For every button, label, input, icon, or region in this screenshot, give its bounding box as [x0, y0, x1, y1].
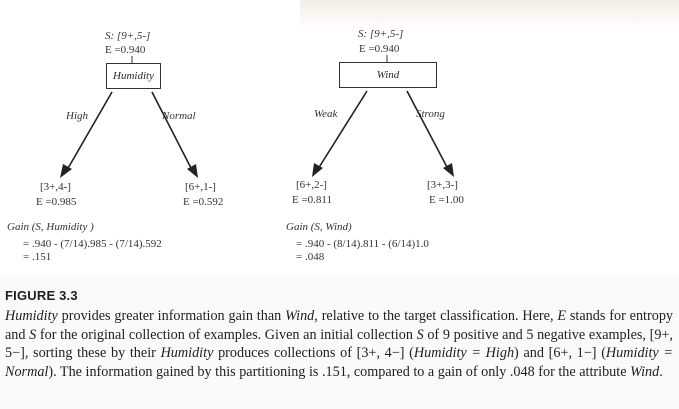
wind-strong-edge: [406, 90, 449, 170]
humidity-high-leaf-entropy: E =0.985: [36, 196, 77, 208]
caption-text: Wind: [630, 363, 660, 380]
humidity-node: Humidity: [106, 63, 161, 89]
wind-strong-leaf-entropy: E =1.00: [429, 194, 464, 206]
wind-root-set: S: [9+,5-]: [358, 28, 404, 40]
wind-gain-calc: = .940 - (8/14).811 - (6/14)1.0: [296, 238, 429, 250]
caption-text: Wind: [285, 308, 315, 325]
figure-label: FIGURE 3.3: [5, 288, 78, 303]
scan-shading: [300, 0, 679, 30]
humidity-high-edge: [66, 91, 113, 171]
caption-text: E: [557, 308, 567, 325]
humidity-root-set: S: [9+,5-]: [105, 30, 151, 42]
figure-area: S: [9+,5-] E =0.940 Humidity High Normal…: [7, 0, 679, 263]
caption-text: ). The information gained by this partit…: [48, 363, 631, 380]
caption-text: Humidity: [160, 345, 214, 362]
wind-strong-leaf-set: [3+,3-]: [427, 179, 458, 191]
humidity-gain-result: = .151: [23, 251, 52, 263]
wind-weak-leaf-set: [6+,2-]: [296, 179, 327, 191]
humidity-gain-label: Gain (S, Humidity ): [7, 221, 94, 233]
caption-text: for the original collection of examples.…: [36, 326, 417, 343]
humidity-branch-high: High: [66, 110, 88, 122]
wind-weak-arrowhead: [312, 163, 323, 177]
humidity-gain-calc: = .940 - (7/14).985 - (7/14).592: [23, 238, 162, 250]
humidity-normal-edge: [151, 91, 193, 171]
humidity-root-entropy: E =0.940: [105, 44, 146, 56]
wind-gain-result: = .048: [296, 251, 325, 263]
wind-root-entropy: E =0.940: [359, 43, 400, 55]
caption-text: Humidity = High: [413, 345, 515, 362]
caption-text: .: [659, 363, 663, 380]
wind-node: Wind: [339, 62, 437, 88]
wind-weak-leaf-entropy: E =0.811: [292, 194, 333, 206]
caption-text: of 9 positive and 5 negative examples, […: [5, 326, 673, 362]
caption-text: provides greater information gain than: [57, 308, 286, 325]
wind-branch-strong: Strong: [416, 108, 445, 120]
caption-text: S: [29, 326, 37, 343]
wind-gain-label: Gain (S, Wind): [286, 221, 352, 233]
humidity-normal-leaf-set: [6+,1-]: [185, 181, 216, 193]
figure-caption: FIGURE 3.3 Humidity provides greater inf…: [5, 287, 673, 381]
caption-text: , relative to the target classification.…: [314, 308, 558, 325]
humidity-branch-normal: Normal: [162, 110, 196, 122]
wind-strong-arrowhead: [443, 163, 454, 177]
caption-text: ) and [6+, 1−] (: [514, 345, 606, 362]
humidity-high-arrowhead: [60, 164, 72, 178]
humidity-normal-arrowhead: [187, 164, 198, 178]
wind-branch-weak: Weak: [314, 108, 338, 120]
wind-weak-edge: [317, 90, 368, 170]
caption-text: Humidity: [5, 308, 58, 325]
tree-edges: [60, 55, 454, 178]
humidity-normal-leaf-entropy: E =0.592: [183, 196, 224, 208]
caption-text: Humidity = Normal: [5, 345, 673, 380]
caption-text: S: [416, 326, 424, 343]
caption-text: produces collections of [3+, 4−] (: [213, 345, 414, 362]
caption-text: stands for entropy and: [5, 308, 674, 343]
humidity-high-leaf-set: [3+,4-]: [40, 181, 71, 193]
